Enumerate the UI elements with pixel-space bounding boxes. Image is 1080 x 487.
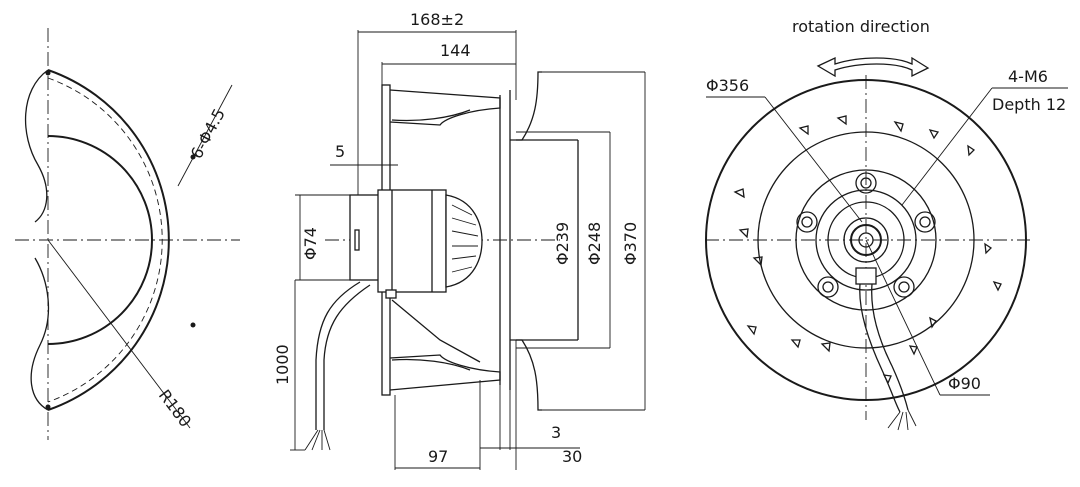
flange-thickness-label: 5 bbox=[335, 142, 345, 161]
outer-diameter-label: Φ370 bbox=[621, 222, 640, 265]
motor-fins bbox=[451, 204, 479, 273]
blade-vents bbox=[733, 115, 1002, 385]
mount-label: 4-M6 bbox=[1008, 67, 1048, 86]
hub-diameter-label: Φ90 bbox=[948, 374, 981, 393]
inlet-diameter-label: Φ239 bbox=[553, 222, 572, 265]
mount-bosses bbox=[796, 172, 936, 298]
depth-label: Depth 12 bbox=[992, 95, 1066, 114]
ring-width-label: 30 bbox=[562, 447, 582, 466]
motor-diameter-label: Φ74 bbox=[301, 227, 320, 260]
rotation-direction-label: rotation direction bbox=[792, 17, 930, 36]
hole-label: 6-Φ4.5 bbox=[187, 105, 229, 162]
inlet-depth-label: 97 bbox=[428, 447, 448, 466]
rotation-arrow-icon bbox=[816, 56, 930, 78]
cable-length-label: 1000 bbox=[273, 344, 292, 385]
front-view: 168±2 144 5 Φ74 1000 97 3 30 Φ239 Φ248 Φ… bbox=[273, 10, 646, 470]
ring-diameter-label: Φ248 bbox=[585, 222, 604, 265]
body-length-label: 144 bbox=[440, 41, 471, 60]
wheel-diameter-label: Φ356 bbox=[706, 76, 749, 95]
overall-length-label: 168±2 bbox=[410, 10, 464, 29]
radius-label: R180 bbox=[155, 386, 195, 431]
gap-label: 3 bbox=[551, 423, 561, 442]
rear-view: rotation direction bbox=[705, 17, 1068, 431]
side-view: 6-Φ4.5 R180 bbox=[15, 28, 240, 440]
